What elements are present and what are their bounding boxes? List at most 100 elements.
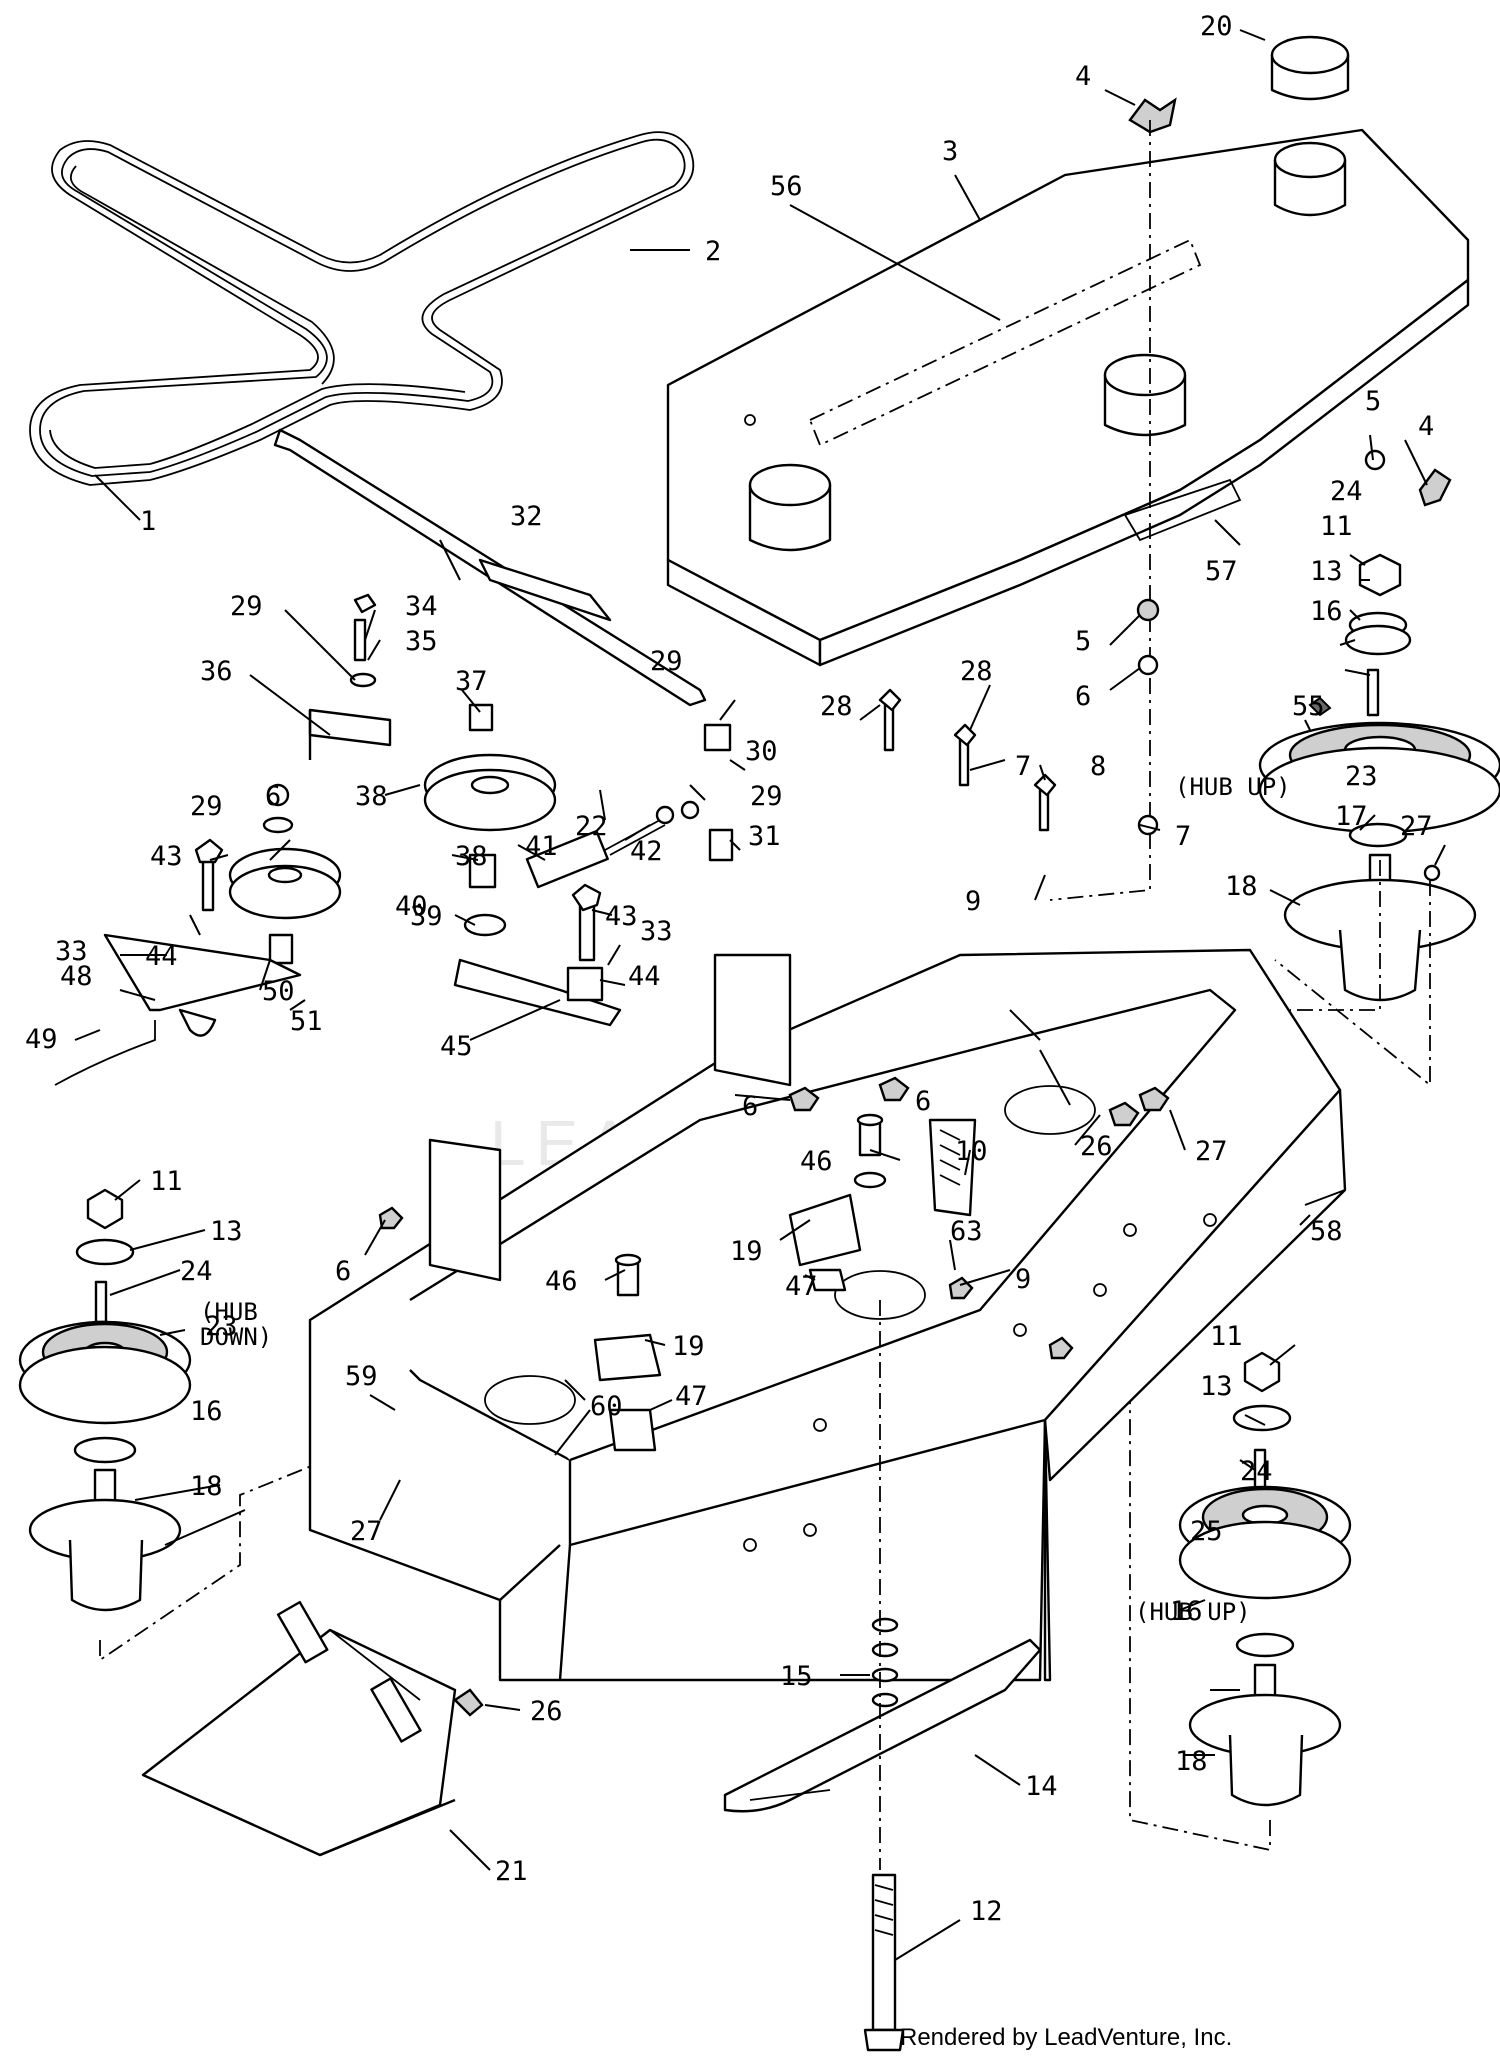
callout: 11 [1320, 511, 1353, 542]
callout: 7 [1015, 751, 1031, 782]
idler-pulley-left [54, 783, 342, 1086]
callout: 5 [1365, 386, 1381, 417]
callout: 27 [1400, 811, 1433, 842]
callout: 46 [545, 1266, 578, 1297]
callout: 4 [1418, 411, 1434, 442]
note-hub-down-line2: DOWN) [200, 1323, 272, 1351]
callout: 24 [1240, 1456, 1273, 1487]
callout: 35 [405, 626, 438, 657]
callout: 38 [355, 781, 388, 812]
callout: 14 [1025, 1771, 1058, 1802]
callout: 13 [210, 1216, 243, 1247]
spindle-right-lower [1178, 1351, 1352, 1807]
discharge-chute [141, 1600, 457, 1857]
callout: 28 [960, 656, 993, 687]
callout: 36 [200, 656, 233, 687]
callout: 33 [55, 936, 88, 967]
callout: 29 [230, 591, 263, 622]
callout: 32 [510, 501, 543, 532]
nuts-deck [378, 1076, 1170, 1360]
callout: 51 [290, 1006, 323, 1037]
callout: 2 [705, 236, 721, 267]
callout: 49 [25, 1024, 58, 1055]
callout: 34 [405, 591, 438, 622]
callout: 12 [970, 1896, 1003, 1927]
centerline-main [1049, 120, 1151, 901]
callout: 26 [530, 1696, 563, 1727]
callout: 7 [1175, 821, 1191, 852]
callout: 29 [750, 781, 783, 812]
drive-belt [29, 131, 695, 486]
callout: 6 [335, 1256, 351, 1287]
callout: 9 [1015, 1264, 1031, 1295]
callout: 41 [525, 831, 558, 862]
pivot-bushings [593, 1113, 887, 1452]
centerline-right-upper [1274, 860, 1431, 1087]
callout: 40 [395, 891, 428, 922]
callout: 4 [1075, 61, 1091, 92]
bracket-36 [308, 708, 392, 760]
callout: 25 [1190, 1516, 1223, 1547]
callout: 43 [150, 841, 183, 872]
callout: 30 [745, 736, 778, 767]
callout: 43 [605, 901, 638, 932]
callout: 31 [748, 821, 781, 852]
callout: 58 [1310, 1216, 1343, 1247]
callout: 63 [950, 1216, 983, 1247]
callout: 29 [190, 791, 223, 822]
render-credit: Rendered by LeadVenture, Inc. [900, 2024, 1232, 2051]
cover-boss-right [1273, 141, 1347, 217]
callout: 48 [60, 961, 93, 992]
callout: 46 [800, 1146, 833, 1177]
callout: 29 [650, 646, 683, 677]
callout: 44 [145, 941, 178, 972]
callout: 10 [955, 1136, 988, 1167]
callout: 44 [628, 961, 661, 992]
callout: 18 [1225, 871, 1258, 902]
callout: 23 [205, 1311, 238, 1342]
callout: 28 [820, 691, 853, 722]
callout: 23 [1345, 761, 1378, 792]
knob-top [1128, 97, 1177, 134]
callout: 16 [1310, 596, 1343, 627]
note-hub-down-line1: (HUB [200, 1298, 258, 1326]
callout: 24 [180, 1256, 213, 1287]
spindle-right-upper [1258, 553, 1500, 1002]
callout: 8 [1090, 751, 1106, 782]
note-hub-up-lower: (HUB UP) [1135, 1598, 1251, 1626]
callout: 17 [1335, 801, 1368, 832]
bolt-26-lower [453, 1688, 484, 1717]
blade [723, 1638, 1042, 1813]
leader-lines [74, 29, 1446, 1961]
dust-cap [1270, 35, 1350, 101]
tension-spring [525, 805, 675, 889]
callout: 57 [1205, 556, 1238, 587]
bolts-upper [194, 593, 1057, 912]
callout: 9 [965, 886, 981, 917]
callout: 27 [350, 1516, 383, 1547]
callout: 15 [780, 1661, 813, 1692]
callout: 59 [345, 1361, 378, 1392]
callout: 55 [1292, 691, 1325, 722]
blade-hardware [871, 1617, 899, 1708]
callout: 19 [672, 1331, 705, 1362]
note-hub-up-upper: (HUB UP) [1175, 773, 1291, 801]
spacer-30-31 [680, 723, 734, 862]
cover-boss-left [748, 463, 832, 552]
callout: 22 [575, 811, 608, 842]
spring-10 [928, 1118, 977, 1217]
deck-cover [666, 128, 1470, 667]
callout: 24 [1330, 476, 1363, 507]
callout-labels: 1 2 3 4 4 5 5 6 6 6 6 6 7 7 8 9 9 10 11 … [25, 11, 1434, 1927]
callout: 56 [770, 171, 803, 202]
callout: 50 [262, 976, 295, 1007]
knob-right [1364, 449, 1452, 507]
callout: 38 [455, 841, 488, 872]
callout: 16 [190, 1396, 223, 1427]
callout: 47 [785, 1271, 818, 1302]
callout: 33 [640, 916, 673, 947]
callout: 26 [1080, 1131, 1113, 1162]
callout: 6 [265, 781, 281, 812]
callout: 11 [1210, 1321, 1243, 1352]
callout: 37 [455, 666, 488, 697]
